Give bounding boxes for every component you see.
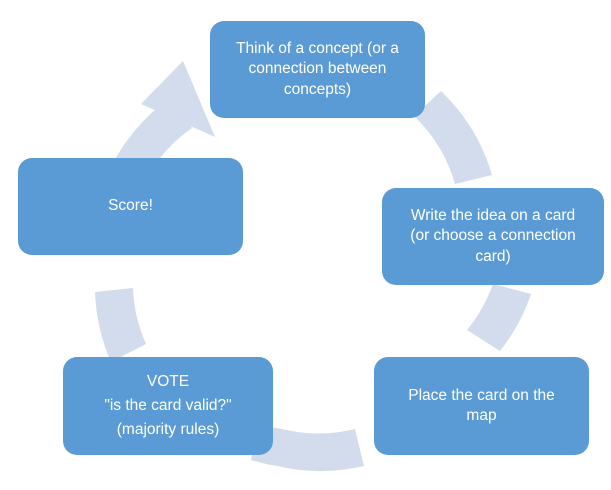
arc-vote-to-score-icon — [95, 288, 146, 362]
cycle-node-place[interactable]: Place the card on the map — [374, 357, 589, 455]
arc-think-to-write-icon — [414, 91, 492, 184]
cycle-node-score[interactable]: Score! — [18, 158, 243, 255]
cycle-node-think-label: Think of a concept (or a connection betw… — [236, 40, 399, 98]
cycle-node-think[interactable]: Think of a concept (or a connection betw… — [210, 21, 425, 118]
arc-write-to-place-icon — [467, 284, 531, 351]
cycle-node-write-label: Write the idea on a card (or choose a co… — [410, 207, 576, 265]
cycle-node-score-label: Score! — [108, 197, 153, 215]
cycle-node-place-label: Place the card on the map — [408, 386, 555, 424]
cycle-node-write[interactable]: Write the idea on a card (or choose a co… — [382, 188, 604, 285]
cycle-node-vote-label: VOTE "is the card valid?" (majority rule… — [104, 372, 232, 438]
arc-place-to-vote-icon — [251, 424, 364, 472]
cycle-node-vote[interactable]: VOTE "is the card valid?" (majority rule… — [63, 357, 273, 455]
